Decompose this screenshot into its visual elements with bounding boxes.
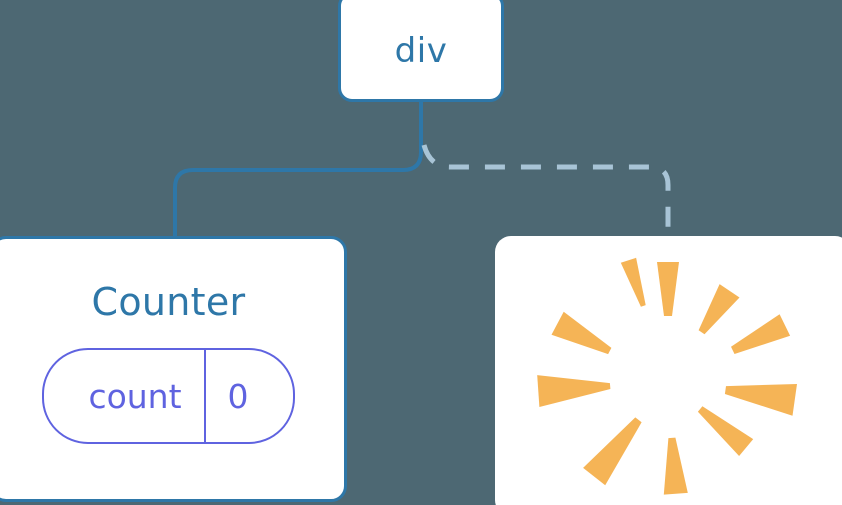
ray-nnw	[620, 257, 646, 307]
node-counter[interactable]: Counter count 0	[0, 236, 347, 502]
ray-ene	[731, 314, 791, 354]
ray-e	[724, 384, 797, 416]
edge-div-to-counter	[173, 99, 423, 240]
ray-s	[663, 437, 688, 495]
sparkle-burst-icon	[537, 257, 797, 495]
ray-nne	[698, 284, 740, 335]
state-key-label: count	[88, 376, 182, 416]
node-effect[interactable]	[495, 236, 842, 505]
ray-wnw	[551, 311, 612, 355]
node-div-label: div	[394, 31, 448, 71]
node-div[interactable]: div	[338, 0, 504, 102]
ray-n	[657, 262, 679, 316]
state-pill-count[interactable]: count 0	[42, 348, 295, 444]
ray-w	[537, 375, 611, 407]
ray-ssw	[583, 417, 642, 486]
state-pill-divider	[203, 350, 206, 442]
node-counter-label: Counter	[91, 280, 246, 324]
edge-div-to-effect	[421, 144, 671, 238]
ray-ese	[697, 406, 754, 456]
state-value-label: 0	[227, 376, 249, 416]
